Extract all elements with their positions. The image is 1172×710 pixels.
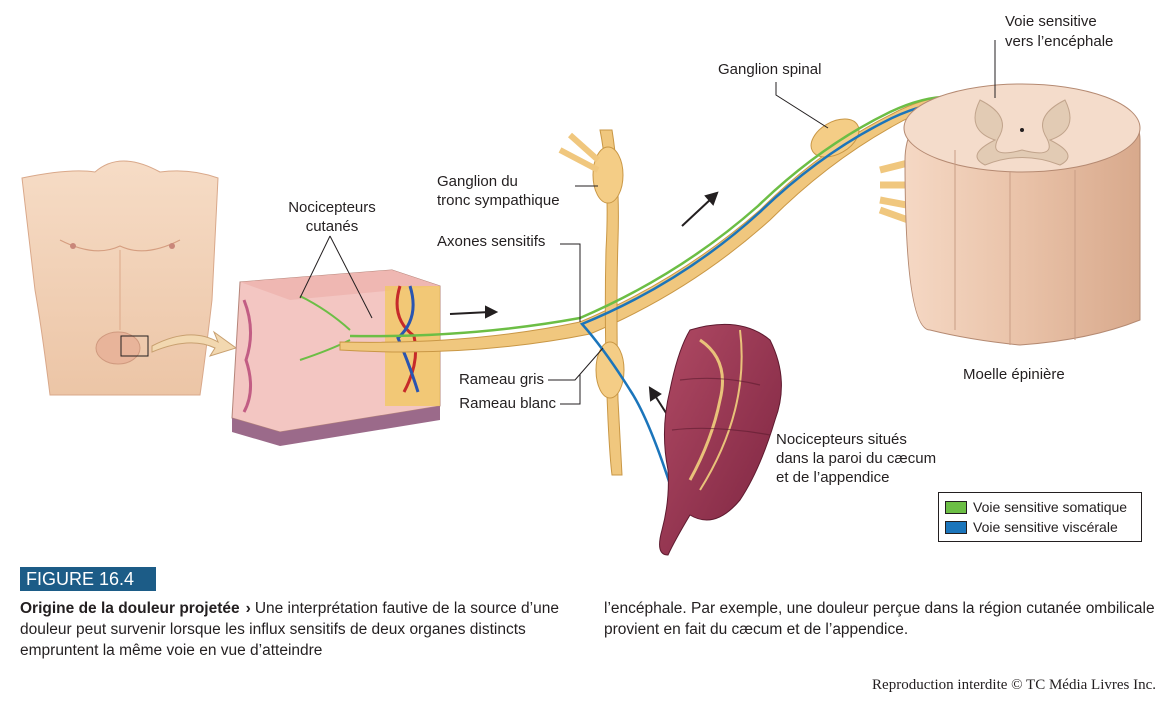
label-voie-sensitive-encephale: Voie sensitive vers l’encéphale <box>1005 13 1114 50</box>
torso-illustration <box>21 160 219 396</box>
label-rameau-gris: Rameau gris <box>458 371 544 388</box>
skin-block-illustration <box>231 269 441 446</box>
referred-pain-diagram <box>21 40 1141 556</box>
caption-text-right: l’encéphale. Par exemple, une douleur pe… <box>604 600 1155 638</box>
label-nocicepteurs-caecum: Nocicepteurs situés dans la paroi du cæc… <box>776 431 937 486</box>
label-ganglion-tronc-sympathique: Ganglion du tronc sympathique <box>437 173 560 209</box>
legend-item-visceral: Voie sensitive viscérale <box>945 517 1135 537</box>
label-moelle-epiniere: Moelle épinière <box>963 366 1065 383</box>
caption-right: l’encéphale. Par exemple, une douleur pe… <box>604 598 1164 640</box>
legend: Voie sensitive somatique Voie sensitive … <box>938 492 1142 542</box>
direction-arrows <box>449 191 719 417</box>
copyright-notice: Reproduction interdite © TC Média Livres… <box>872 677 1156 693</box>
legend-label-visceral: Voie sensitive viscérale <box>973 519 1118 535</box>
label-axones-sensitifs: Axones sensitifs <box>437 233 546 250</box>
visceral-pathway <box>579 100 987 501</box>
somatic-pathway <box>349 95 986 338</box>
legend-swatch-somatic <box>945 500 967 514</box>
umbilical-region-box <box>120 335 149 357</box>
spinal-cord-illustration <box>903 83 1141 346</box>
caption-text-left: Une interprétation fautive de la source … <box>20 600 559 659</box>
leader-lines <box>299 40 996 405</box>
zoom-arrow <box>151 330 238 357</box>
figure-badge: FIGURE 16.4 <box>20 567 156 591</box>
caption-title: Origine de la douleur projetée <box>20 600 240 617</box>
spinal-ganglion <box>810 118 860 158</box>
caption-arrow-icon: › <box>245 600 251 617</box>
caecum-illustration <box>659 323 782 556</box>
label-ganglion-spinal: Ganglion spinal <box>718 61 822 78</box>
legend-swatch-visceral <box>945 520 967 534</box>
label-nocicepteurs-cutanes: Nocicepteurs cutanés <box>288 199 376 235</box>
label-rameau-blanc: Rameau blanc <box>459 395 556 412</box>
sympathetic-ganglion <box>592 146 624 204</box>
legend-label-somatic: Voie sensitive somatique <box>973 499 1128 515</box>
caption-left: Origine de la douleur projetée ›Une inter… <box>20 598 580 661</box>
legend-item-somatic: Voie sensitive somatique <box>945 497 1135 517</box>
